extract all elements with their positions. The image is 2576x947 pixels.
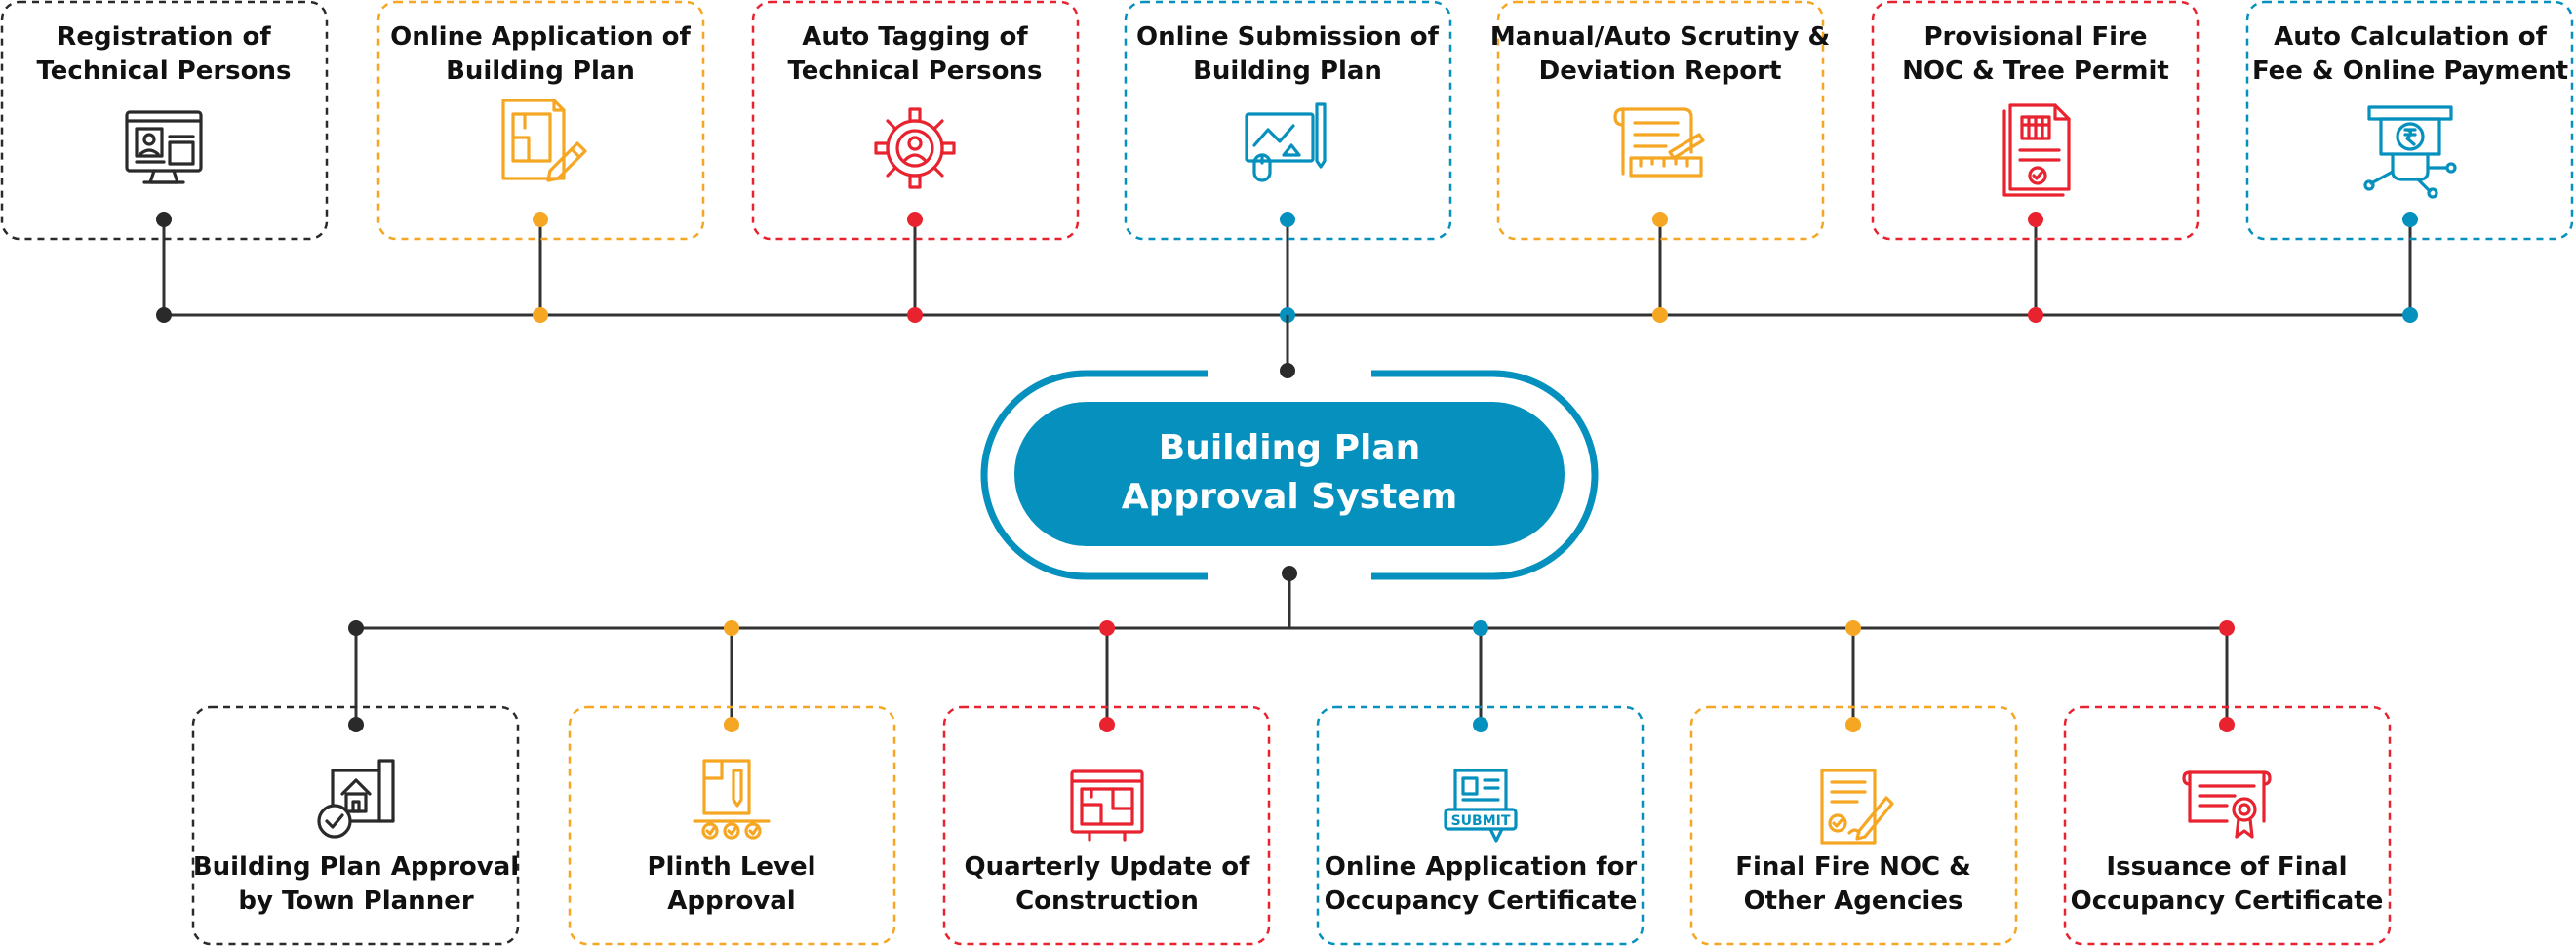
step-box-fee-payment: Auto Calculation of Fee & Online Payment: [2245, 0, 2574, 241]
top-bus-dot: [2402, 307, 2418, 323]
computer-profile-icon: [125, 110, 203, 184]
top-bus-dot: [1652, 307, 1668, 323]
certificate-icon: [2182, 770, 2272, 839]
step-box-auto-tagging: Auto Tagging of Technical Persons: [751, 0, 1080, 241]
step-title-line1: Provisional Fire: [1924, 22, 2148, 52]
step-title-line2: Other Agencies: [1744, 887, 1963, 916]
signed-document-icon: [1820, 769, 1894, 845]
step-box-online-submission: Online Submission of Building Plan: [1124, 0, 1452, 241]
house-plan-approved-icon: [317, 759, 395, 839]
step-title-line2: Occupancy Certificate: [1325, 887, 1638, 916]
step-box-occupancy-application: SUBMIT Online Application for Occupancy …: [1316, 705, 1645, 946]
top-bus-dot: [156, 307, 172, 323]
step-title-line2: Building Plan: [446, 57, 635, 86]
step-title-line2: NOC & Tree Permit: [1902, 57, 2169, 86]
top-bus-dot: [2028, 307, 2043, 323]
bottom-bus-dot: [1845, 620, 1861, 636]
blueprint-pencil-icon: [501, 99, 587, 182]
rupee-payment-icon: [2363, 105, 2457, 199]
step-title-line1: Auto Calculation of: [2274, 22, 2548, 52]
scroll-ruler-icon: [1613, 107, 1705, 178]
step-title-line1: Online Submission of: [1136, 22, 1440, 52]
step-box-scrutiny: Manual/Auto Scrutiny & Deviation Report: [1490, 0, 1830, 241]
center-outer-arc-right: [1371, 370, 1599, 580]
bottom-bus-dot: [724, 620, 739, 636]
step-box-plinth-level: Plinth Level Approval: [568, 705, 896, 946]
drawing-mouse-icon: [1245, 102, 1327, 182]
bottom-connector-lines: [348, 566, 2235, 725]
step-title-line1: Plinth Level: [647, 852, 815, 882]
step-box-final-fire-noc: Final Fire NOC & Other Agencies: [1689, 705, 2018, 946]
svg-text:SUBMIT: SUBMIT: [1451, 813, 1511, 829]
step-title-line2: Technical Persons: [787, 57, 1042, 86]
center-hub: Building Plan Approval System: [980, 370, 1599, 580]
center-title-line1: Building Plan: [1159, 428, 1420, 468]
step-title-line2: Technical Persons: [36, 57, 291, 86]
step-title-line1: Quarterly Update of: [965, 852, 1251, 882]
step-title-line1: Final Fire NOC &: [1735, 852, 1971, 882]
step-title-line1: Online Application for: [1325, 852, 1638, 882]
gear-person-icon: [874, 107, 956, 189]
top-bus-dot: [533, 307, 548, 323]
center-outer-arc-left: [980, 370, 1208, 580]
top-bus-dot: [907, 307, 923, 323]
construction-plan-icon: [1070, 769, 1144, 842]
step-title-line2: Deviation Report: [1539, 57, 1782, 86]
step-title-line1: Online Application of: [390, 22, 691, 52]
step-title-line2: by Town Planner: [238, 887, 474, 916]
step-title-line1: Building Plan Approval: [193, 852, 519, 882]
top-steps: Registration of Technical Persons Online…: [0, 0, 2574, 241]
step-box-registration: Registration of Technical Persons: [0, 0, 329, 241]
step-box-town-planner: Building Plan Approval by Town Planner: [191, 705, 520, 946]
step-title-line2: Approval: [667, 887, 795, 916]
center-pill: [1014, 402, 1565, 546]
top-hub-dot: [1280, 363, 1295, 378]
step-box-quarterly-update: Quarterly Update of Construction: [942, 705, 1271, 946]
submit-form-icon: SUBMIT: [1444, 769, 1518, 843]
step-title-line2: Occupancy Certificate: [2071, 887, 2384, 916]
step-title-line2: Construction: [1015, 887, 1199, 916]
bottom-bus-dot: [1473, 620, 1488, 636]
step-title-line1: Registration of: [57, 22, 271, 52]
top-connector-lines: [156, 219, 2418, 378]
center-title-line2: Approval System: [1122, 477, 1457, 517]
step-title-line2: Fee & Online Payment: [2252, 57, 2568, 86]
step-box-provisional-fire: Provisional Fire NOC & Tree Permit: [1871, 0, 2200, 241]
plinth-level-icon: [693, 759, 771, 840]
step-title-line2: Building Plan: [1193, 57, 1382, 86]
bottom-bus-dot: [2219, 620, 2235, 636]
step-box-online-application: Online Application of Building Plan: [376, 0, 705, 241]
bottom-bus-dot: [1099, 620, 1115, 636]
step-box-final-occupancy: Issuance of Final Occupancy Certificate: [2063, 705, 2392, 946]
bottom-steps: Building Plan Approval by Town Planner P…: [191, 705, 2392, 946]
step-title-line1: Auto Tagging of: [802, 22, 1028, 52]
step-title-line1: Issuance of Final: [2106, 852, 2347, 882]
permit-document-icon: [2002, 103, 2071, 197]
bottom-bus-dot: [348, 620, 364, 636]
step-title-line1: Manual/Auto Scrutiny &: [1490, 22, 1830, 52]
bottom-hub-dot: [1282, 566, 1297, 581]
